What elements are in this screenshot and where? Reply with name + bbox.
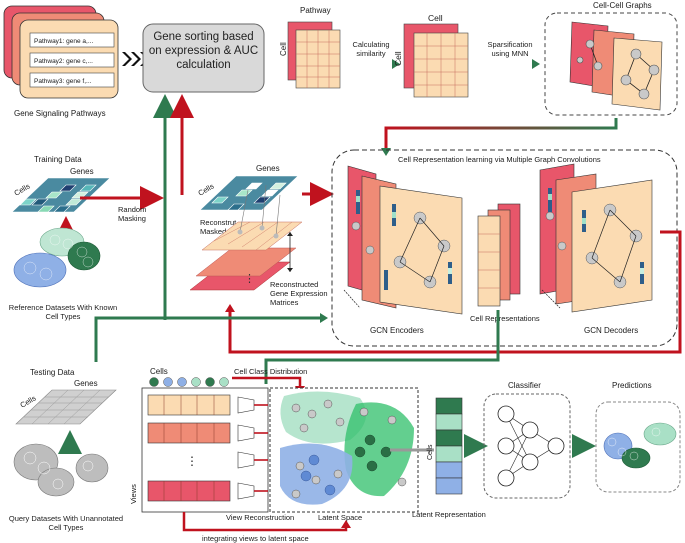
views-cells-label: Cells [150, 367, 168, 376]
view-encoders [237, 396, 255, 500]
graphs-to-gcn-arrow [384, 118, 618, 150]
decoder-feedback-arrowhead [225, 304, 235, 312]
gcn-decoders-label: GCN Decoders [584, 326, 638, 335]
reconstructed-matrices-stack: ⋮ [189, 184, 303, 291]
latent-space-label: Latent Space [318, 513, 362, 522]
classifier-network [497, 405, 565, 487]
latent-representation-column [435, 397, 463, 495]
reps-to-views-arrow [264, 310, 500, 384]
encoder-depth-line [343, 289, 361, 309]
training-cells-label: Cells [13, 181, 32, 197]
testing-to-gcn-arrow [94, 316, 320, 362]
cell-cell-graphs-label: Cell-Cell Graphs [593, 1, 652, 10]
reconstruct-label-1: Reconstrut [200, 218, 237, 227]
testing-grid [15, 389, 117, 425]
latent-representation-label: Latent Representation [412, 510, 486, 519]
masked-genes-label: Genes [256, 164, 280, 173]
graphs-to-gcn-arrowhead [381, 148, 391, 156]
sparsification-label: Sparsification using MNN [487, 40, 533, 58]
classifier-frame [483, 393, 571, 499]
pathway-axis-label: Pathway [300, 6, 331, 15]
latent-cells-label: Cells [427, 444, 434, 460]
gcn-encoders-label: GCN Encoders [370, 326, 424, 335]
masked-cells-label: Cells [197, 181, 216, 197]
integration-arrowhead [341, 520, 351, 528]
gene-sorting-box [142, 23, 265, 93]
predictions-label: Predictions [612, 381, 652, 390]
reference-cell-clusters [13, 227, 101, 288]
query-datasets-label: Query Datasets With Unannotated Cell Typ… [8, 514, 124, 532]
distribution-arrow [232, 376, 302, 388]
random-masking-label-1: Random [118, 205, 146, 214]
testing-data-label: Testing Data [30, 368, 75, 377]
pathway-item-2: Pathway2: gene c,... [34, 58, 93, 65]
testing-to-gcn-arrowhead [320, 313, 328, 323]
gene-sorting-text: Gene sorting based on expression & AUC c… [148, 31, 259, 71]
classifier-label: Classifier [508, 381, 541, 390]
reconstructed-label-3: Matrices [270, 298, 299, 307]
calculating-similarity-label: Calculating similarity [352, 40, 390, 58]
cell-axis-label-1: Cell [279, 42, 288, 56]
gcn-frame [331, 149, 678, 347]
gcn-encoder-stack [347, 165, 463, 315]
query-cell-clusters [13, 443, 109, 497]
cell-header-label: Cell [428, 13, 443, 23]
training-heatmap [11, 177, 111, 213]
reconstructed-label-1: Reconstructed [270, 280, 318, 289]
cell-representations-stack [477, 203, 521, 307]
training-genes-label: Genes [70, 167, 94, 176]
testing-genes-label: Genes [74, 379, 98, 388]
integrating-views-label: integrating views to latent space [202, 534, 309, 543]
cell-representations-label: Cell Representations [470, 314, 540, 323]
masked-heatmap [199, 175, 299, 211]
decoder-depth-line [541, 289, 561, 309]
reference-datasets-label: Reference Datasets With Known Cell Types [8, 303, 118, 321]
training-data-label: Training Data [34, 155, 82, 164]
decoder-feedback-arrow [228, 230, 682, 354]
stack-depth-arrows [287, 232, 293, 272]
view-to-latent-arrows [254, 404, 268, 492]
cell-graph-stack [569, 21, 663, 111]
views-axis-label: Views [129, 484, 138, 504]
gene-signaling-pathways-label: Gene Signaling Pathways [14, 109, 106, 118]
cell-class-dots [149, 377, 229, 387]
reconstructed-label-2: Gene Expression [270, 289, 328, 298]
pathway-item-3: Pathway3: gene f,... [34, 78, 92, 85]
view-reconstruction-label: View Reconstruction [226, 513, 294, 522]
pathway-card-stack: Pathway1: gene a,... Pathway2: gene c,..… [3, 5, 119, 99]
gcn-decoder-stack [539, 163, 653, 313]
svg-text:⋮: ⋮ [244, 273, 255, 285]
similarity-arrowhead [392, 59, 400, 69]
cell-similarity-matrix [403, 23, 469, 98]
sparsification-arrowhead [532, 59, 540, 69]
latent-space-clusters [280, 391, 414, 505]
cell-class-distribution-label: Cell Class Distribution [234, 367, 307, 376]
cell-axis-label-2: Cell [393, 51, 403, 66]
pathway-matrix [287, 21, 341, 89]
view-dots: ⋮ [186, 454, 198, 468]
view-rows: ⋮ [147, 394, 231, 502]
predictions-frame [595, 401, 681, 493]
random-masking-label-2: Masking [118, 214, 146, 223]
predicted-clusters [603, 422, 677, 469]
gcn-title: Cell Representation learning via Multipl… [398, 155, 601, 164]
pathway-item-1: Pathway1: gene a,... [34, 38, 93, 45]
